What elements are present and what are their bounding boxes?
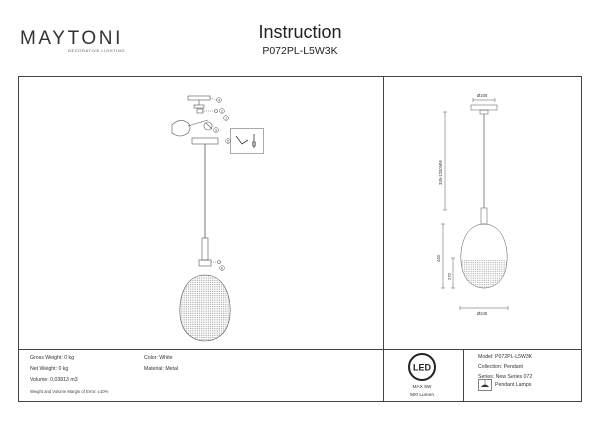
dim-top-diameter: Ø100 [477,93,488,98]
callout-4-label: 4 [218,98,220,102]
product-model: Model: P072PL-L5W3K [478,354,533,360]
sheet-frame [18,76,582,402]
callout-4 [216,97,222,103]
volume: Volume: 0,03813 m3 [30,377,78,383]
callout-6-label: 6 [221,266,223,270]
assembly-diagram: 4 2 1 3 5 6 [171,95,231,342]
page-model-number: P072PL-L5W3K [262,45,338,57]
net-weight: Net Weight: 0 kg [30,366,69,372]
page-title: Instruction [258,22,342,42]
vertical-divider [383,76,384,402]
led-badge-text: LED [413,363,432,373]
callout-2-label: 2 [221,109,223,113]
footer-divider [463,349,464,402]
callout-3 [213,127,219,133]
pendant-lamp-icon [478,379,492,391]
dimension-drawing: Ø100 335-1200MM 440 270 Ø240 [436,93,509,316]
connector-detail [230,128,264,154]
hand-sketch [171,120,191,137]
callout-5-label: 5 [227,139,229,143]
canopy-cup [191,137,219,145]
callout-1-label: 1 [225,116,227,120]
product-series: Series: New Series 072 [478,374,533,380]
dim-height: 440 [436,254,441,262]
mounting-bracket [193,104,205,109]
canopy [470,104,498,111]
callout-2 [219,108,225,114]
led-circle-icon: LED [408,353,436,381]
dim-shade-height: 270 [447,272,452,280]
dim-shade-diameter: Ø240 [477,311,488,316]
color: Color: White [144,355,173,361]
callout-1 [223,115,229,121]
shade-holder [198,259,212,267]
product-collection: Collection: Pendant [478,364,523,370]
callout-3-label: 3 [215,128,217,132]
led-lumen: 500 Lumen [409,393,434,398]
product-category: Pendant Lamps [495,382,532,388]
ceiling-plate [187,95,211,101]
rod-sleeve [201,237,209,261]
glass-shade [179,274,231,342]
dim-cable-length: 335-1200MM [438,160,443,185]
brand-tagline: DECORATIVE LIGHTING [68,48,126,53]
gross-weight: Gross Weight: 0 kg [30,355,75,361]
callout-6 [219,265,225,271]
margin-note: Weight and Volume Margin of Error: ±10% [30,389,109,394]
horizontal-divider [18,349,582,350]
material: Material: Metal [144,366,179,372]
led-max-power: MAX 5W [412,385,432,390]
brand-logo: MAYTONI [20,28,124,49]
